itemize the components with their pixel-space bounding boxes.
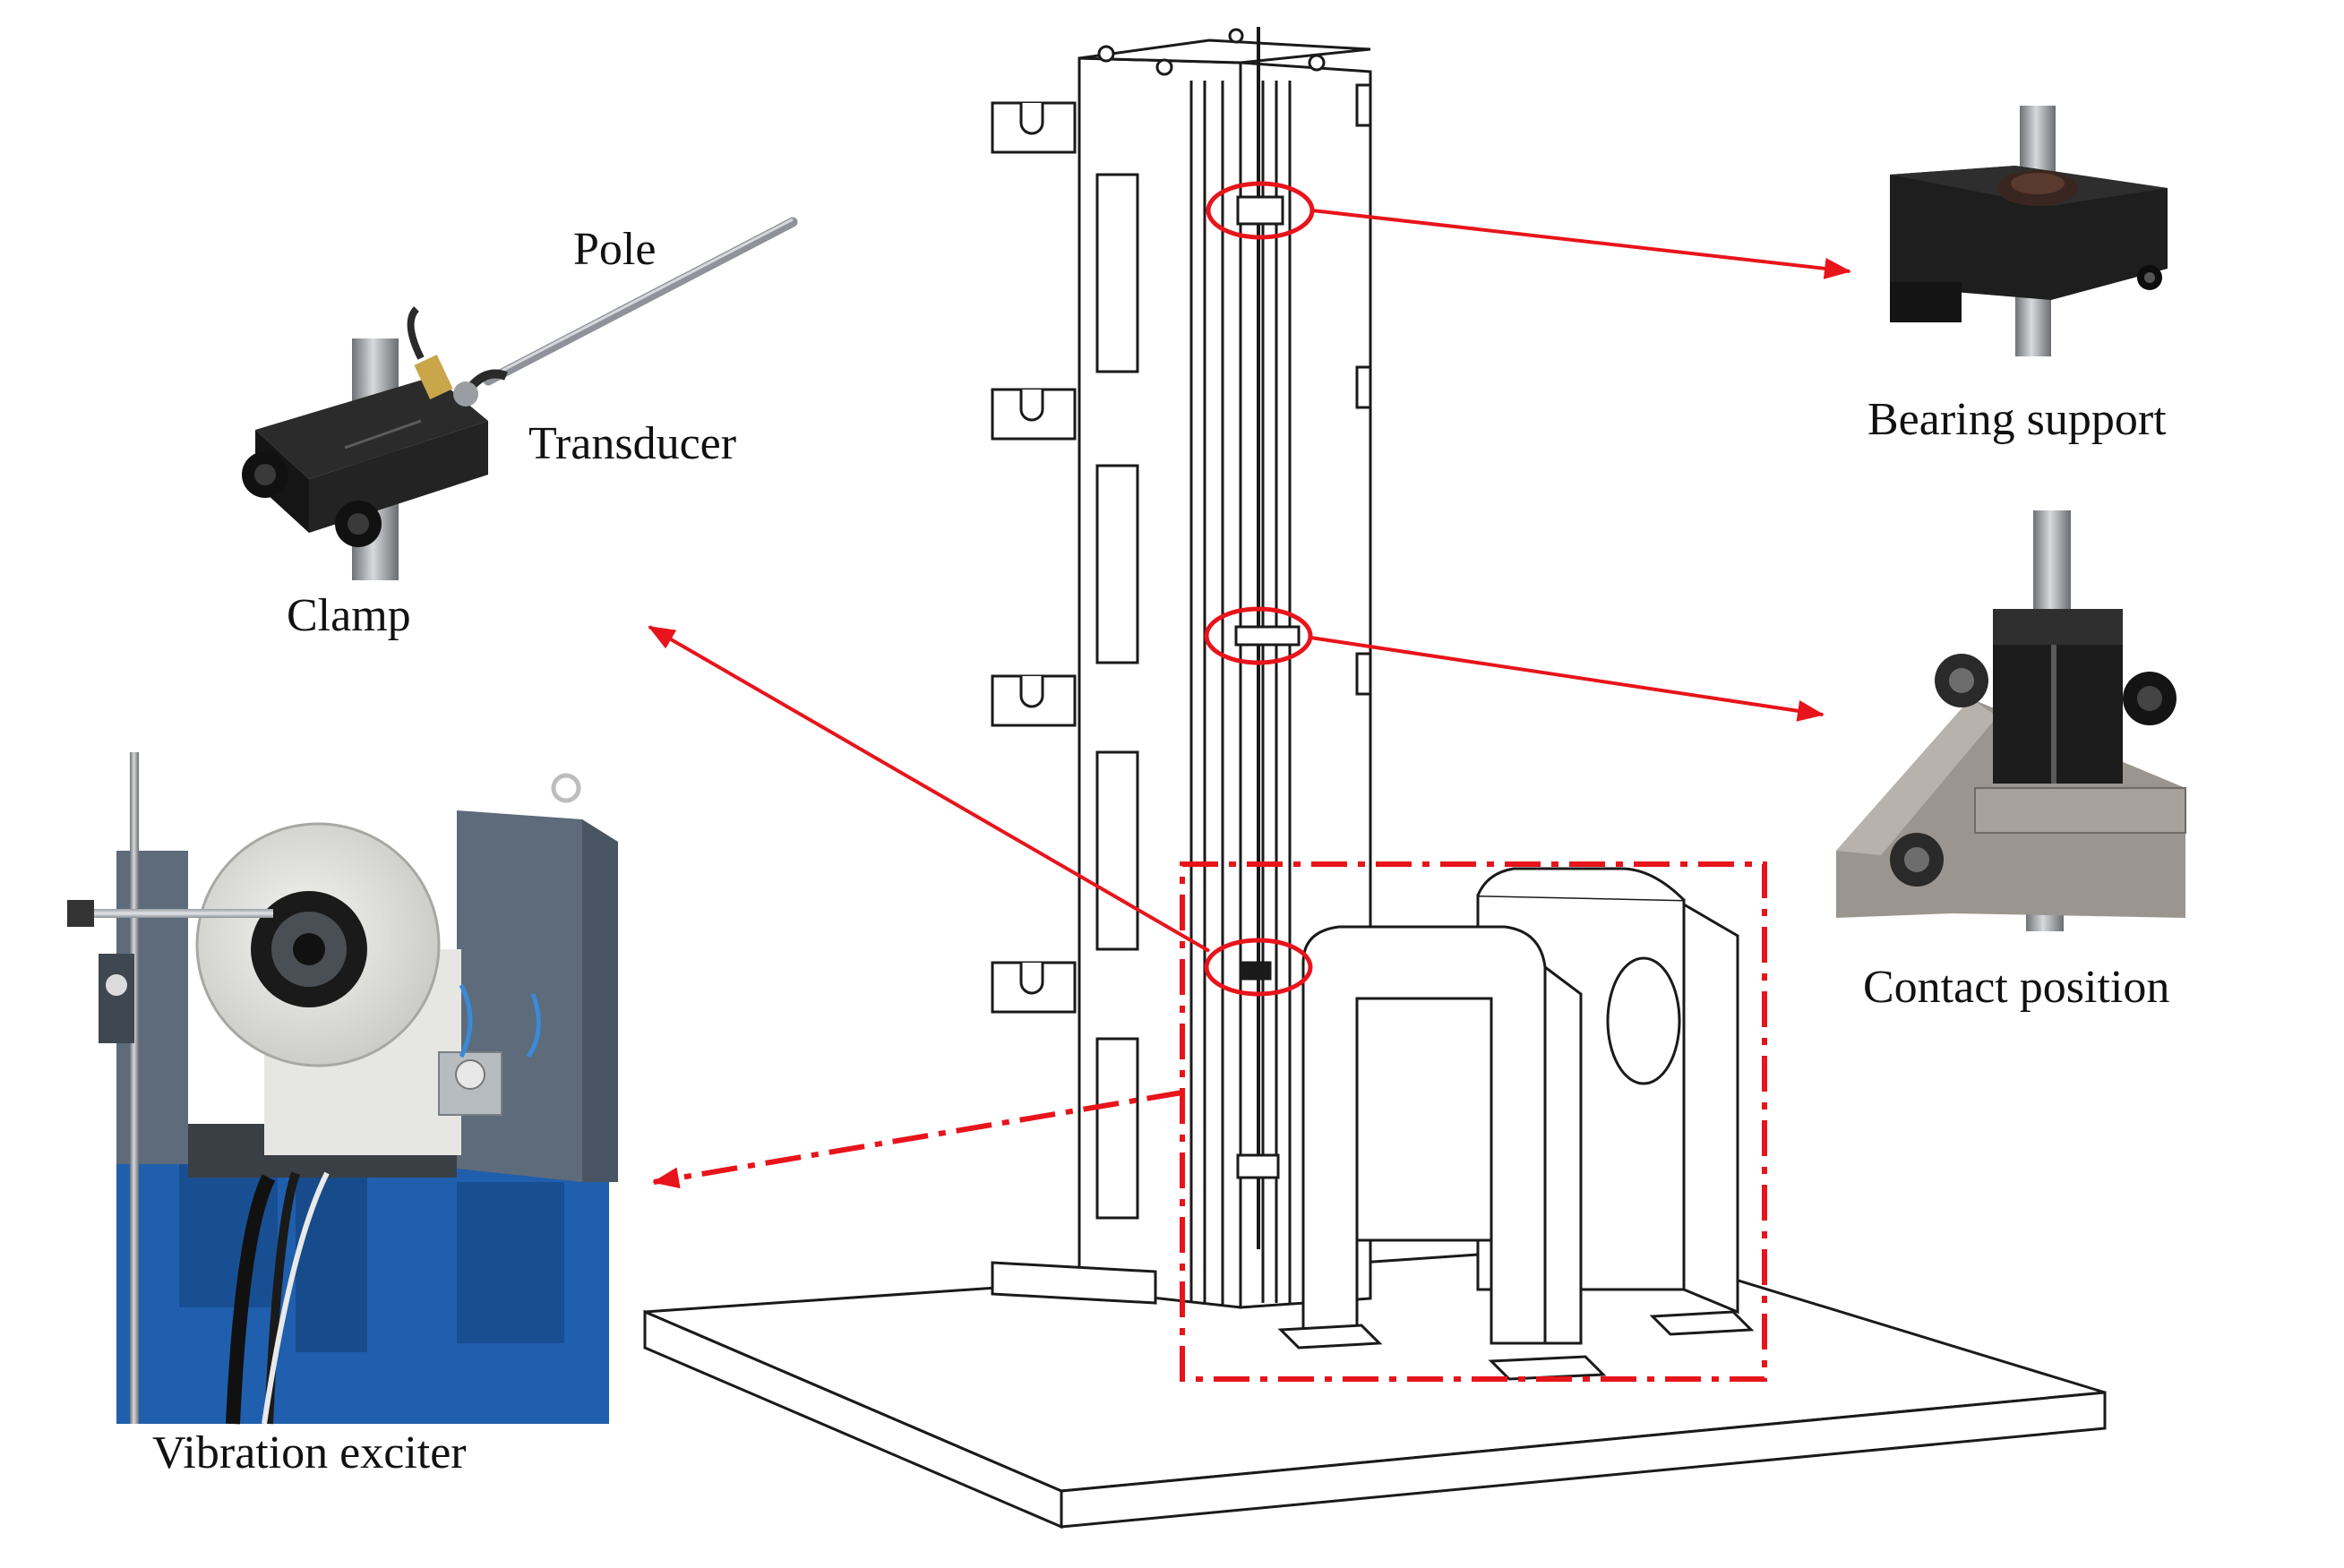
exciter-highlight-box bbox=[1180, 861, 1767, 1382]
bearing-support-photo bbox=[1890, 106, 2168, 356]
pole-label: Pole bbox=[573, 224, 657, 275]
contact-position-photo bbox=[1836, 510, 2186, 931]
exciter-frame-drawing bbox=[1277, 867, 1755, 1381]
arrow-to-clamp bbox=[648, 625, 1211, 953]
vibration-exciter-photo bbox=[67, 752, 618, 1425]
contact-position-marker bbox=[1204, 606, 1313, 665]
contact-position-label: Contact position bbox=[1863, 962, 2170, 1013]
arrow-to-vibration-exciter bbox=[652, 1090, 1183, 1189]
clamp-marker bbox=[1204, 938, 1313, 997]
bearing-support-label: Bearing support bbox=[1867, 394, 2167, 445]
transducer-label: Transducer bbox=[528, 418, 737, 469]
clamp-label: Clamp bbox=[287, 590, 411, 641]
base-plate bbox=[643, 1243, 2107, 1529]
arrow-to-contact-position bbox=[1309, 636, 1825, 722]
clamp-photo bbox=[242, 217, 798, 580]
arrow-to-bearing-support bbox=[1311, 209, 1851, 279]
vibration-exciter-label: Vibration exciter bbox=[152, 1427, 467, 1478]
